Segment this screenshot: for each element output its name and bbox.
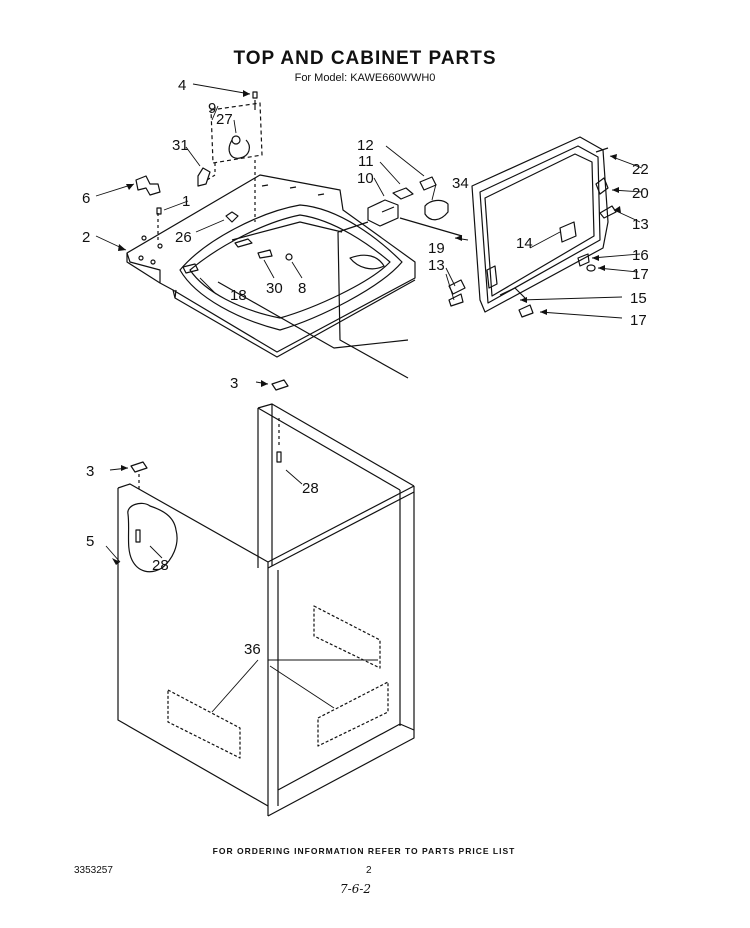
callout-8: 8 [298,280,306,297]
guide-line [217,281,409,349]
callout-28a: 28 [302,480,319,497]
callout-27: 27 [216,111,233,128]
top-panel [126,174,416,358]
callout-20: 20 [632,185,649,202]
leader-lines [95,83,643,713]
lid-switch-parts [337,176,463,379]
callout-4: 4 [178,77,186,94]
callout-10: 10 [357,170,374,187]
page-number: 2 [366,865,372,876]
grounding-wire-detail [197,91,263,222]
page-title: TOP AND CABINET PARTS [233,48,497,69]
callout-16: 16 [632,247,649,264]
ordering-note: FOR ORDERING INFORMATION REFER TO PARTS … [212,846,516,856]
callout-22: 22 [632,161,649,178]
callout-3b: 3 [86,463,94,480]
lid [471,136,609,313]
callout-13b: 13 [632,216,649,233]
callout-17a: 17 [632,266,649,283]
callout-14: 14 [516,235,533,252]
callout-18: 18 [230,287,247,304]
clip-and-screw [135,175,239,240]
callout-3a: 3 [230,375,238,392]
document-number: 3353257 [74,865,113,876]
arrowheads [112,90,621,565]
handwritten-mark: 7-6-2 [340,882,372,896]
callout-11: 11 [358,153,374,170]
callout-26: 26 [175,229,192,246]
callout-6: 6 [82,190,90,207]
callout-5: 5 [86,533,94,550]
callout-19: 19 [428,240,445,257]
cabinet [117,379,415,817]
model-subtitle: For Model: KAWE660WWH0 [294,72,436,84]
callout-15: 15 [630,290,647,307]
callout-17b: 17 [630,312,647,329]
vent-labels [167,605,389,759]
callout-1: 1 [182,193,190,210]
callout-9: 9 [208,100,216,117]
callout-36: 36 [244,641,261,658]
callout-2: 2 [82,229,90,246]
callout-30: 30 [266,280,283,297]
callout-28b: 28 [152,557,169,574]
callout-12: 12 [357,137,374,154]
callout-numbers: 4 9 27 31 6 1 2 26 18 30 8 12 11 10 34 1… [82,77,649,658]
callout-31: 31 [172,137,189,154]
callout-13a: 13 [428,257,445,274]
callout-34: 34 [452,175,469,192]
